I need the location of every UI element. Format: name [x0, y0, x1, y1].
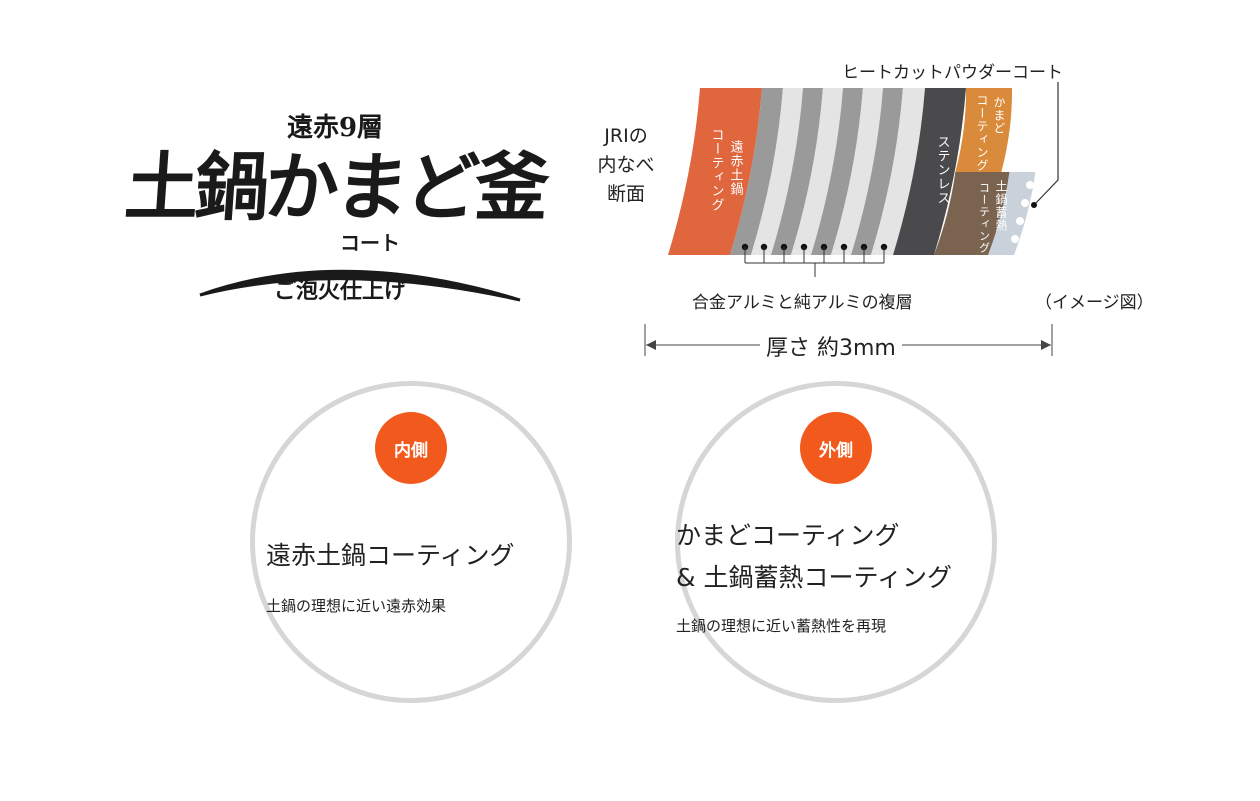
powder-dot: [1019, 243, 1027, 251]
inner-badge: 内側: [375, 412, 447, 484]
donabe-heat-coating-layer: [934, 172, 1012, 255]
kamado-label: かまど: [992, 96, 1006, 135]
label-line: JRIの: [604, 125, 648, 147]
aluminum-layer: [730, 88, 783, 255]
powder-dot: [1029, 207, 1037, 215]
cross-section-label: JRIの 内なべ 断面: [588, 122, 664, 209]
inner-desc: 土鍋の理想に近い遠赤効果: [266, 597, 447, 615]
heat-cut-powder-layer: [988, 172, 1036, 255]
outer-circle: [675, 381, 997, 703]
thickness-label: 厚さ 約3mm: [760, 330, 902, 362]
aluminum-layer: [851, 88, 903, 255]
stainless-label: ステンレス: [935, 135, 950, 205]
donabe-heat-label: 土鍋蓄熱: [994, 180, 1008, 232]
powder-dot: [1011, 235, 1019, 243]
outer-badge: 外側: [800, 412, 872, 484]
aluminum-layer: [791, 88, 843, 255]
inner-circle: [250, 381, 572, 703]
label-line: 内なべ: [597, 154, 655, 176]
donabe-heat-label: コーティング: [978, 182, 991, 254]
aluminum-layer: [751, 88, 803, 255]
layer-diagram: 遠赤土鍋コーティングステンレスかまどコーティング土鍋蓄熱コーティング: [644, 82, 1059, 356]
kamado-label: コーティング: [975, 94, 989, 172]
powder-dot: [1034, 189, 1042, 197]
aluminum-layer: [811, 88, 863, 255]
leader-dot: [1031, 202, 1037, 208]
image-note: （イメージ図）: [1035, 293, 1154, 313]
stainless-layer: [893, 88, 966, 255]
aluminum-layer: [871, 88, 925, 255]
alloy-label: 合金アルミと純アルミの複層: [692, 293, 913, 313]
far-infrared-label: 遠赤土鍋: [728, 140, 744, 196]
arrow-right-icon: [1041, 340, 1051, 350]
aluminum-layer: [831, 88, 883, 255]
outer-title-line1: かまどコーティング: [676, 521, 900, 550]
heat-cut-label: ヒートカットパウダーコート: [842, 63, 1063, 83]
logo-tagline: ご泡火仕上げ: [273, 278, 406, 304]
aluminum-layer: [771, 88, 823, 255]
powder-dot: [1021, 199, 1029, 207]
logo-subtitle-top: 遠赤9層: [286, 113, 384, 143]
far-infrared-coating-layer: [668, 88, 762, 255]
logo-coat: コート: [340, 231, 400, 255]
logo-brush-stroke: [199, 269, 521, 302]
kamado-coating-layer: [955, 88, 1013, 172]
powder-dot: [1026, 181, 1034, 189]
inner-title: 遠赤土鍋コーティング: [266, 541, 515, 570]
leader-line: [1033, 82, 1059, 206]
arrow-left-icon: [646, 340, 656, 350]
far-infrared-label: コーティング: [709, 128, 725, 212]
powder-dot: [1016, 217, 1024, 225]
outer-title-line2: & 土鍋蓄熱コーティング: [676, 563, 952, 592]
label-line: 断面: [606, 183, 645, 205]
powder-dot: [1024, 225, 1032, 233]
outer-desc: 土鍋の理想に近い蓄熱性を再現: [676, 617, 887, 635]
